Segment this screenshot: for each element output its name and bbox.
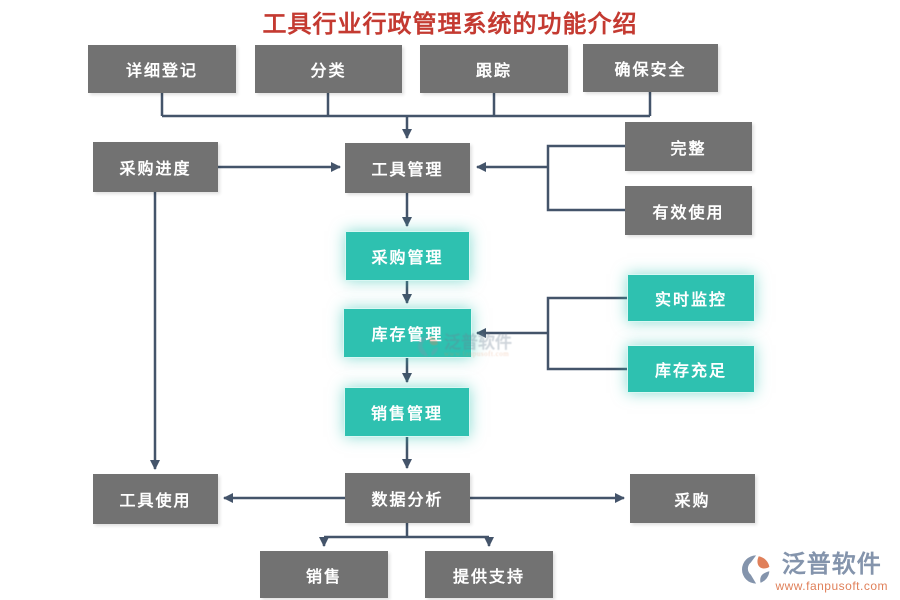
node-detail-register: 详细登记 [88,45,236,93]
logo-name: 泛普软件 [781,552,882,578]
node-inventory-management: 库存管理 [343,308,472,358]
fanpu-logo-icon [742,555,770,584]
node-classify: 分类 [255,45,402,93]
node-purchase-management: 采购管理 [345,231,470,281]
node-purchase: 采购 [630,474,755,523]
node-inventory-sufficient: 库存充足 [627,345,755,393]
node-effective-use: 有效使用 [625,186,752,235]
node-provide-support: 提供支持 [425,551,553,598]
node-purchase-progress: 采购进度 [93,142,218,192]
node-complete: 完整 [625,122,752,171]
node-realtime-monitor: 实时监控 [627,274,755,322]
node-sales: 销售 [260,551,388,598]
node-tool-management: 工具管理 [345,143,470,193]
fanpu-logo: 泛普软件 www.fanpusoft.com [742,553,888,592]
node-sales-management: 销售管理 [344,387,470,437]
diagram-title: 工具行业行政管理系统的功能介绍 [262,12,638,38]
node-track: 跟踪 [420,45,568,93]
logo-url: www.fanpusoft.com [775,579,888,593]
node-ensure-safety: 确保安全 [583,44,718,92]
node-data-analysis: 数据分析 [345,473,470,523]
node-tool-usage: 工具使用 [93,474,218,524]
